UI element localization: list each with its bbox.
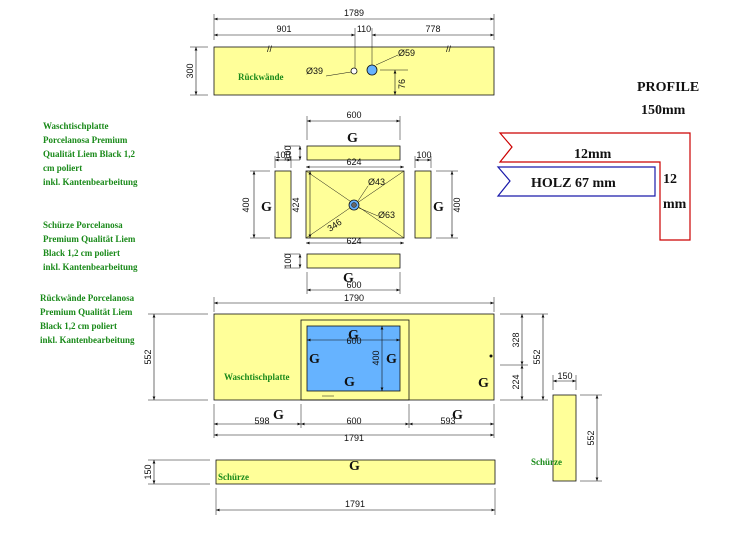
note-rueckwaende: Rückwände Porcelanosa Premium Qualität L… [40, 293, 135, 345]
side-apron-height: 552 [586, 430, 596, 445]
countertop-label: Waschtischplatte [224, 372, 290, 382]
countertop-right-total: 552 [532, 349, 542, 364]
basin-inner-height: 424 [291, 197, 301, 212]
countertop-depth: 552 [143, 349, 153, 364]
hole-left-diameter: Ø39 [306, 66, 323, 76]
cutout-bottom-edge-mark: G [344, 375, 355, 390]
drain-diameter: Ø43 [368, 177, 385, 187]
basin-top-edge-mark: G [347, 131, 358, 146]
back-panel-right-offset: 778 [425, 24, 440, 34]
basin-inner-width-bottom: 624 [346, 236, 361, 246]
profile-side-value: 12 [663, 172, 677, 187]
apron: G Schürze 150 1791 [143, 459, 496, 515]
drain-outer-diameter: Ø63 [378, 210, 395, 220]
cutout-top-edge-mark: G [348, 328, 359, 343]
side-apron-rect [552, 394, 577, 482]
basin-right-height: 400 [452, 197, 462, 212]
apron-edge-mark: G [349, 459, 360, 474]
profile: PROFILE 150mm 12mm HOLZ 67 mm 12 mm [496, 80, 699, 241]
profile-title: PROFILE [637, 80, 699, 95]
back-panel-break-left: // [267, 44, 273, 54]
profile-side-unit: mm [663, 197, 687, 212]
countertop-edge-mark: G [478, 376, 489, 391]
profile-wood-core [496, 166, 656, 197]
cutout-right-edge-mark: G [386, 352, 397, 367]
apron-label: Schürze [218, 472, 249, 482]
note-schuerze: Schürze Porcelanosa Premium Qualität Lie… [43, 220, 138, 272]
basin-inner-width-top: 624 [346, 157, 361, 167]
profile-core: HOLZ 67 mm [531, 176, 616, 191]
basin-top-strip [306, 145, 401, 161]
basin-right-side [414, 170, 432, 239]
apron-width: 1791 [345, 499, 365, 509]
countertop-right-bottom: 224 [511, 374, 521, 389]
countertop-right-top: 328 [511, 332, 521, 347]
cutout-height: 400 [371, 350, 381, 365]
basin-bottom-edge-mark: G [343, 271, 354, 286]
side-apron: 150 552 Schürze [531, 371, 602, 482]
back-panel: 1789 901 110 778 300 // // Ø39 Ø59 76 Rü… [185, 8, 495, 96]
countertop-width-top: 1790 [344, 293, 364, 303]
sink-basin: 600 G 100 624 Ø43 Ø63 346 424 624 G 100 [241, 110, 462, 294]
basin-top-width: 600 [346, 110, 361, 120]
countertop-middle-segment: 600 [346, 416, 361, 426]
basin-bottom-width: 600 [346, 280, 361, 290]
hole-right-icon [366, 64, 378, 76]
profile-top-thickness: 12mm [574, 147, 612, 162]
back-panel-break-right: // [446, 44, 452, 54]
note-waschtischplatte: Waschtischplatte Porcelanosa Premium Qua… [43, 121, 138, 187]
cutout-left-edge-mark: G [309, 352, 320, 367]
cutout-width: 600 [346, 336, 361, 346]
countertop-front-edge-right: G [452, 408, 463, 423]
basin-bottom-strip [306, 253, 401, 269]
hole-left-icon [350, 67, 358, 75]
back-panel-left-offset: 901 [276, 24, 291, 34]
sink-cutout [306, 325, 401, 392]
basin-left-width: 100 [275, 150, 290, 160]
basin-bottom-height: 100 [283, 253, 293, 268]
hole-vertical-position: 76 [397, 79, 407, 89]
basin-left-height: 400 [241, 197, 251, 212]
basin-left-edge-mark: G [261, 200, 272, 215]
countertop-width-bottom: 1791 [344, 433, 364, 443]
apron-height: 150 [143, 464, 153, 479]
countertop-front-edge-left: G [273, 408, 284, 423]
countertop-right-segment: 593 [440, 416, 455, 426]
basin-left-side [274, 170, 292, 239]
side-apron-label: Schürze [531, 457, 562, 467]
back-panel-label: Rückwände [238, 72, 284, 82]
basin-right-width: 100 [416, 150, 431, 160]
side-apron-width: 150 [557, 371, 572, 381]
basin-right-edge-mark: G [433, 200, 444, 215]
countertop: 1790 600 400 G G G G G Waschtischplatte … [143, 293, 548, 443]
back-panel-hole-spacing: 110 [357, 24, 371, 34]
apron-rect [215, 459, 496, 485]
profile-size: 150mm [641, 103, 686, 118]
back-panel-height: 300 [185, 63, 195, 78]
back-panel-width: 1789 [344, 8, 364, 18]
basin-top-height: 100 [283, 145, 293, 160]
hole-right-diameter: Ø59 [398, 48, 415, 58]
profile-stone-outline [498, 132, 691, 241]
countertop-left-segment: 598 [254, 416, 269, 426]
